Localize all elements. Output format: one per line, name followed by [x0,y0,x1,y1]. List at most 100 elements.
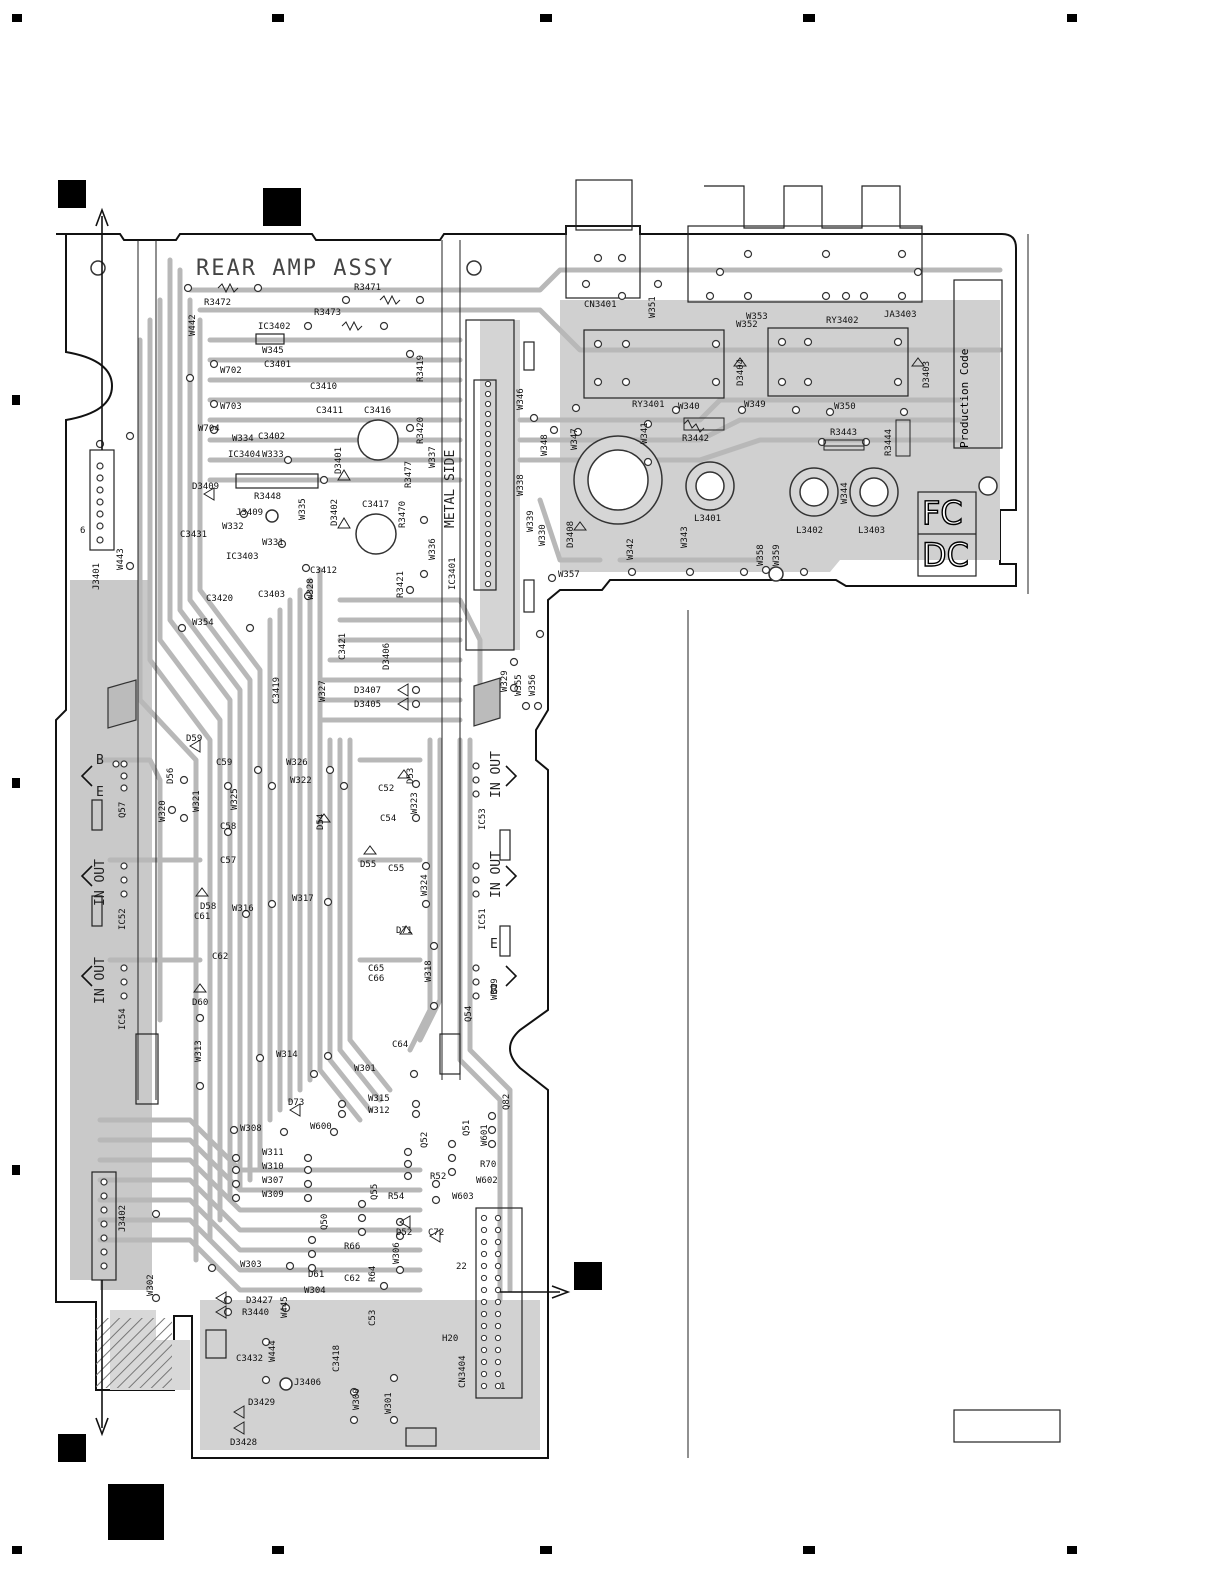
board-outline [55,225,1017,1459]
label-w326: W326 [286,758,308,768]
label-w300: W300 [352,1388,362,1410]
label-l3402: L3402 [796,526,824,536]
label-w301: W301 [384,1392,394,1414]
label-c3402: C3402 [258,432,286,442]
label-w703: W703 [220,402,242,412]
label-r54: R54 [388,1192,405,1202]
label-ic3403: IC3403 [226,552,259,562]
label-c62: C62 [212,952,229,962]
label-ic3401: IC3401 [448,557,458,590]
label-w308: W308 [240,1124,262,1134]
label-w303: W303 [240,1260,262,1270]
label-ic52: IC52 [118,908,128,930]
label-w443: W443 [116,548,126,570]
metal-side-label: METAL SIDE [443,449,458,528]
label-w347: W347 [570,428,580,450]
label-d56: D56 [166,767,176,784]
production-code-label: Production Code [958,348,971,448]
label-w317: W317 [292,894,314,904]
label-d3401: D3401 [334,446,344,474]
label-w351: W351 [648,296,658,318]
label-w339: W339 [526,510,536,532]
label-c3420: C3420 [206,594,234,604]
label-d3408: D3408 [566,520,576,548]
label-d52: D52 [396,1228,413,1238]
label-c3419: C3419 [272,676,282,704]
label-c3416: C3416 [364,406,392,416]
top-connectors [89,179,1061,1447]
label-j3406: J3406 [294,1378,322,1388]
label-w310: W310 [262,1162,284,1172]
label-w340: W340 [678,402,700,412]
label-j3401: J3401 [92,562,102,590]
label-r3421: R3421 [396,570,406,598]
label-d53: D53 [406,767,416,784]
label-c3410: C3410 [310,382,338,392]
label-c3417: C3417 [362,500,390,510]
label-d3404: D3404 [736,358,746,386]
label-q52: Q52 [420,1131,430,1148]
label-w346: W346 [516,388,526,410]
hatched-shield-area [96,1318,172,1388]
label-w318: W318 [424,960,434,982]
label-c58: C58 [220,822,237,832]
label-c54: C54 [380,814,397,824]
io-e-right: E [490,937,498,952]
label-r64: R64 [368,1265,378,1282]
label-q82: Q82 [502,1093,512,1110]
label-c66: C66 [368,974,385,984]
label-w309: W309 [262,1190,284,1200]
label-d3403: D3403 [922,360,932,388]
label-r3419: R3419 [416,354,426,382]
label-w321: W321 [192,790,202,812]
label-w704: W704 [198,424,220,434]
io-in-out-3: IN OUT [489,751,504,798]
label-r3472: R3472 [204,298,232,308]
label-d73: D73 [288,1098,305,1108]
label-q55: Q55 [370,1183,380,1200]
label-w602: W602 [476,1176,498,1186]
label-w338: W338 [516,474,526,496]
io-e-left: E [96,785,104,800]
label-w306: W306 [392,1242,402,1264]
label-w322: W322 [290,776,312,786]
label-d3409: D3409 [192,482,220,492]
label-ic3404: IC3404 [228,450,261,460]
label-c3411: C3411 [316,406,344,416]
label-w344: W344 [840,482,850,504]
io-in-out-1: IN OUT [93,859,108,906]
label-w320: W320 [158,800,168,822]
label-d3429: D3429 [248,1398,276,1408]
label-d3405: D3405 [354,700,382,710]
label-d3406: D3406 [382,642,392,670]
label-l3401: L3401 [694,514,722,524]
label-r3440: R3440 [242,1308,270,1318]
io-in-out-4: IN OUT [489,851,504,898]
label-ic3402: IC3402 [258,322,291,332]
dc-label: DC [921,535,969,574]
label-c59: C59 [216,758,233,768]
label-d54: D54 [316,813,326,830]
label-c3432: C3432 [236,1354,264,1364]
label-c52: C52 [378,784,395,794]
component-symbols [189,282,925,1435]
label-r3473: R3473 [314,308,342,318]
label-w302: W302 [146,1274,156,1296]
label-w301b: W301 [354,1064,376,1074]
label-w356: W356 [528,674,538,696]
label-w337: W337 [428,446,438,468]
label-c3412: C3412 [310,566,338,576]
label-ja3403: JA3403 [884,310,917,320]
label-d59: D59 [186,734,203,744]
label-w334: W334 [232,434,254,444]
label-c55: C55 [388,864,405,874]
label-w358: W358 [756,544,766,566]
label-w444: W444 [268,1340,278,1362]
label-w314: W314 [276,1050,298,1060]
label-c72: C72 [428,1228,445,1238]
label-h20: H20 [442,1334,459,1344]
label-w307: W307 [262,1176,284,1186]
label-w601: W601 [480,1124,490,1146]
label-l3403: L3403 [858,526,886,536]
